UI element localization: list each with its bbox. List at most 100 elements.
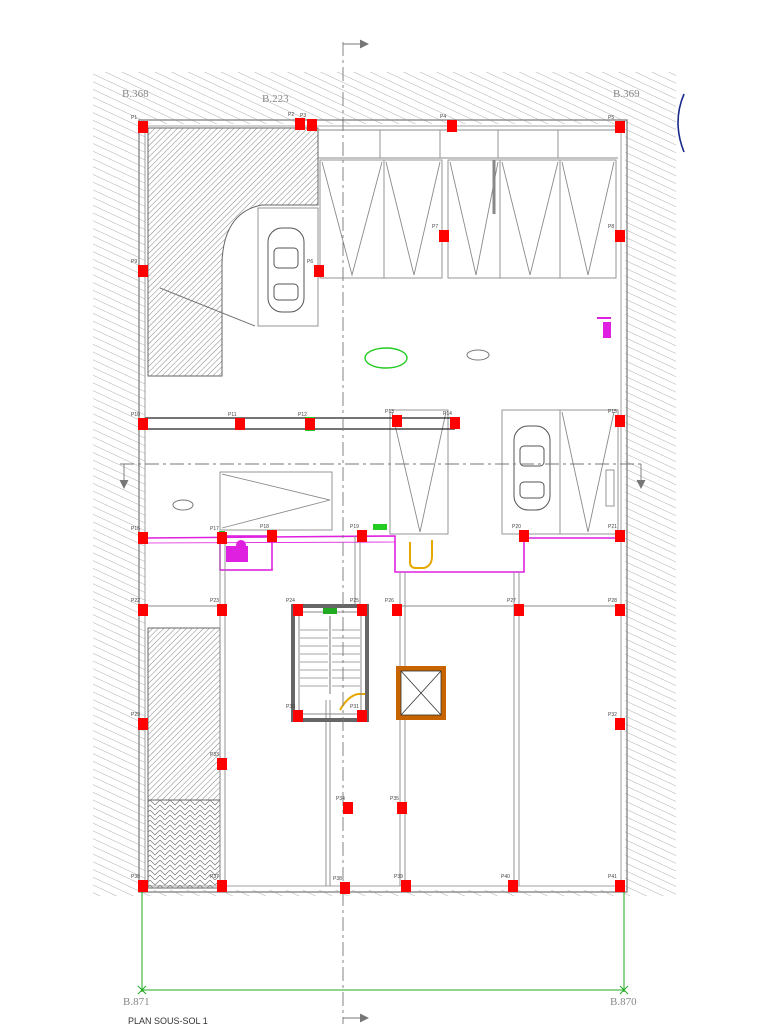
column-marker: [519, 530, 529, 542]
duct-bend: [339, 540, 433, 711]
floor-drain-marker: [364, 347, 408, 369]
column-marker: [357, 530, 367, 542]
column-label: P12: [298, 412, 307, 418]
column-label: P7: [432, 224, 438, 230]
column-label: P20: [512, 524, 521, 530]
interior-walls: [145, 536, 621, 886]
column-label: P2: [288, 112, 294, 118]
column-label: P41: [608, 874, 617, 880]
boundary-label-top-mid: B.223: [262, 93, 289, 105]
column-marker: [217, 532, 227, 544]
column-marker: [138, 718, 148, 730]
column-label: P40: [501, 874, 510, 880]
column-marker: [615, 530, 625, 542]
column-label: P9: [131, 259, 137, 265]
column-label: P22: [131, 598, 140, 604]
column-marker: [138, 121, 148, 133]
extinguisher-icon: [597, 317, 611, 338]
column-marker: [235, 418, 245, 430]
column-label: P11: [228, 412, 237, 418]
column-marker: [314, 265, 324, 277]
column-label: P1: [131, 115, 137, 121]
column-marker: [615, 415, 625, 427]
access-ramp-curved: [147, 127, 319, 377]
column-marker: [392, 415, 402, 427]
column-label: P13: [385, 409, 394, 415]
column-label: P23: [210, 598, 219, 604]
column-marker: [138, 532, 148, 544]
column-marker: [295, 118, 305, 130]
floor-drain: [172, 499, 194, 511]
column-label: P31: [350, 704, 359, 710]
property-boundary: [137, 892, 629, 995]
column-label: P30: [286, 704, 295, 710]
column-marker: [357, 604, 367, 616]
elevator-shaft: [396, 666, 446, 720]
column-label: P27: [507, 598, 516, 604]
column-marker: [615, 230, 625, 242]
column-label: P26: [385, 598, 394, 604]
column-marker: [307, 119, 317, 131]
column-label: P10: [131, 412, 140, 418]
plan-caption: PLAN SOUS-SOL 1: [128, 1016, 208, 1024]
column-label: P14: [443, 411, 452, 417]
column-label: P33: [210, 752, 219, 758]
column-marker: [439, 230, 449, 242]
column-marker: [138, 418, 148, 430]
access-ramp-straight: [147, 627, 221, 889]
column-label: P25: [350, 598, 359, 604]
column-marker: [305, 418, 315, 430]
column-marker: [615, 604, 625, 616]
column-marker: [138, 604, 148, 616]
staircase: [291, 604, 369, 722]
column-label: P15: [608, 409, 617, 415]
column-label: P37: [210, 874, 219, 880]
column-marker: [397, 802, 407, 814]
column-marker: [401, 880, 411, 892]
column-label: P24: [286, 598, 295, 604]
column-marker: [138, 265, 148, 277]
column-marker: [450, 417, 460, 429]
column-label: P19: [350, 524, 359, 530]
column-marker: [217, 604, 227, 616]
column-label: P8: [608, 224, 614, 230]
column-label: P3: [300, 113, 306, 119]
column-marker: [615, 880, 625, 892]
column-marker: [217, 880, 227, 892]
boundary-label-top-right: B.369: [613, 88, 640, 100]
column-label: P35: [390, 796, 399, 802]
boundary-label-top-left: B.368: [122, 88, 149, 100]
car-icon: [267, 227, 305, 313]
column-marker: [343, 802, 353, 814]
parking-bays-right: [501, 409, 619, 535]
column-label: P32: [608, 712, 617, 718]
column-marker: [615, 121, 625, 133]
column-label: P36: [131, 874, 140, 880]
column-label: P4: [440, 114, 446, 120]
beam-line: [145, 417, 455, 430]
column-marker: [217, 758, 227, 770]
compass-arc: [677, 93, 685, 153]
column-marker: [267, 530, 277, 542]
column-label: P5: [608, 115, 614, 121]
section-axis: [119, 39, 646, 1024]
column-label: P38: [333, 876, 342, 882]
outer-walls: [138, 119, 628, 893]
car-icon: [513, 425, 551, 511]
boundary-label-bottom-right: B.870: [610, 996, 637, 1008]
boundary-label-bottom-left: B.871: [123, 996, 150, 1008]
column-label: P28: [608, 598, 617, 604]
column-marker: [392, 604, 402, 616]
column-marker: [514, 604, 524, 616]
column-label: P39: [394, 874, 403, 880]
column-marker: [293, 710, 303, 722]
column-label: P18: [260, 524, 269, 530]
column-marker: [508, 880, 518, 892]
pump-icon: [226, 540, 248, 562]
column-label: P34: [336, 796, 345, 802]
column-marker: [340, 882, 350, 894]
floor-drain: [466, 349, 490, 361]
parking-bays-top: [257, 129, 618, 327]
